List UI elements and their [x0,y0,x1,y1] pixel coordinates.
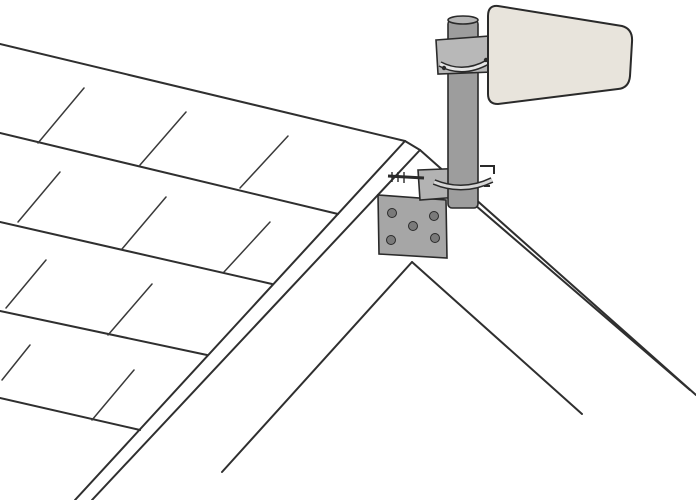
roof-ridge-cap [404,140,421,151]
shingle-slit [121,196,167,250]
bracket-bolt [408,221,418,231]
bracket-bolt [386,235,396,245]
mast-top [447,15,479,25]
gable-right-edge [474,204,691,391]
shingle-course [0,221,273,285]
antenna-clamp-band [439,60,489,71]
shingle-slit [1,344,31,381]
yagi-antenna-icon [487,4,634,106]
antenna-radome [487,4,634,106]
rod-thread [391,172,405,183]
clamp-bolt [441,65,447,71]
shingle-slit [17,171,61,223]
threaded-rod [387,174,425,180]
shingle-slit [5,259,47,309]
roof-rake-edge [74,140,406,500]
clamp-nut [480,165,495,174]
u-bolt-clamp-icon [432,165,495,191]
gable-fascia-left [221,261,413,473]
antenna-clamp [435,35,493,75]
bracket-bolt [429,211,439,221]
gable-fascia-right [411,261,583,415]
roof-rake-edge-inner [91,149,421,500]
bracket-bolt [387,208,397,218]
roof-left-plane [0,43,421,500]
shingle-slit [37,87,85,144]
shingle-course [0,397,141,431]
shingle-slit [91,369,135,421]
clamp-band [433,178,493,189]
shingle-slit [107,283,153,336]
shingle-slit [139,111,187,166]
shingle-course [0,310,208,356]
shingle-slit [223,221,271,273]
bracket-bolt [430,233,440,243]
roof-top-edge [0,43,406,142]
shingle-slit [239,135,289,189]
shingle-course [0,132,339,215]
